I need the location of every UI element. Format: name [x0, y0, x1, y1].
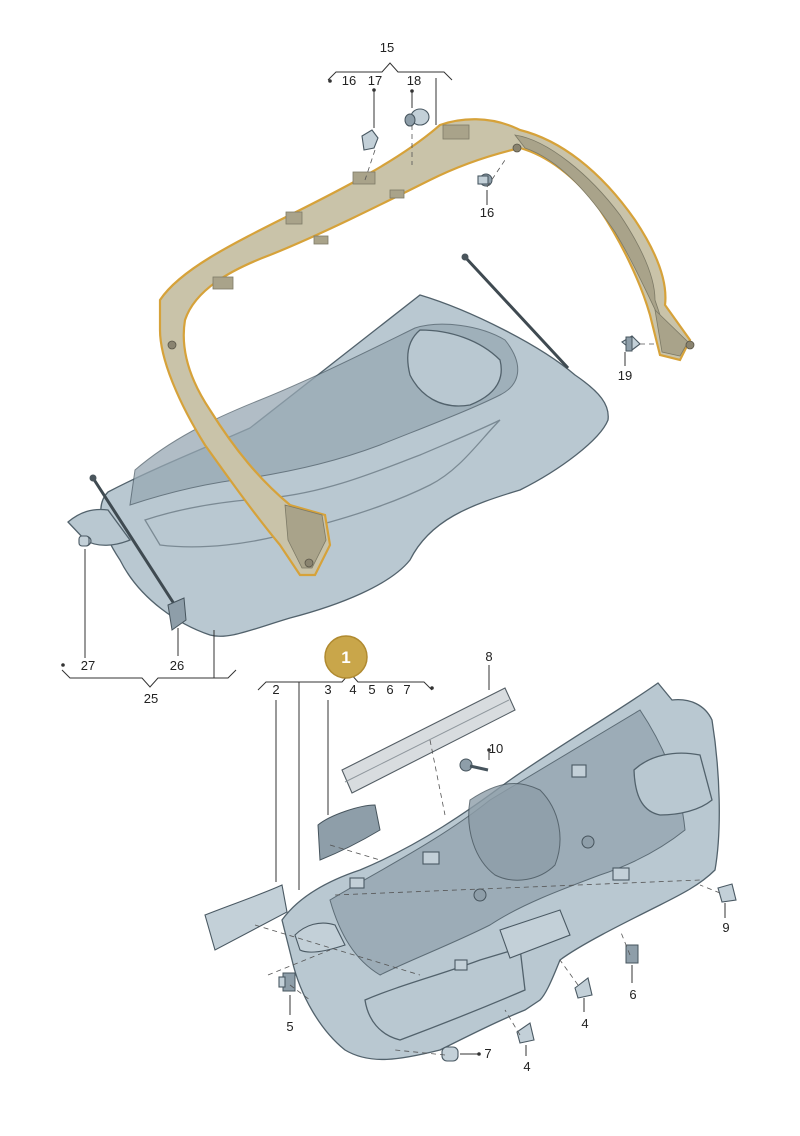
clip-part-6 — [625, 944, 639, 964]
label-25: 25 — [144, 691, 158, 706]
label-2: 2 — [272, 682, 279, 697]
label-6: 6 — [386, 682, 393, 697]
clip-part-4-upper — [574, 977, 593, 999]
insulation-strip-part-8 — [341, 687, 516, 794]
clip-part-19 — [621, 335, 641, 352]
screw-part-10 — [459, 758, 489, 772]
gas-strut-right — [461, 253, 570, 370]
label-6-bottom: 6 — [629, 987, 636, 1002]
gas-strut-left — [89, 474, 187, 631]
label-9: 9 — [722, 920, 729, 935]
inner-trim-panel — [281, 682, 720, 1061]
clip-part-5 — [278, 972, 296, 992]
label-7-bottom: 7 — [484, 1046, 491, 1061]
label-4-mid: 4 — [581, 1016, 588, 1031]
label-5: 5 — [368, 682, 375, 697]
clip-part-9 — [717, 883, 737, 903]
bolt-part-16 — [477, 173, 493, 187]
upper-trim-frame — [158, 118, 695, 577]
clip-part-17 — [361, 129, 379, 151]
label-16: 16 — [480, 205, 494, 220]
assembly-lines — [254, 125, 721, 1056]
label-7: 7 — [403, 682, 410, 697]
cover-part-2 — [204, 884, 288, 951]
label-5-bottom: 5 — [286, 1019, 293, 1034]
label-17: 17 — [368, 73, 382, 88]
label-16-top: 16 — [342, 73, 356, 88]
label-27: 27 — [81, 658, 95, 673]
bushing-part-18 — [404, 108, 430, 127]
label-19: 19 — [618, 368, 632, 383]
label-10: 10 — [489, 741, 503, 756]
pad-part-3 — [317, 804, 381, 861]
bushing-part-7 — [441, 1046, 459, 1062]
label-4: 4 — [349, 682, 356, 697]
label-15: 15 — [380, 40, 394, 55]
tailgate-glass-panel — [67, 294, 609, 637]
callout-label: 1 — [341, 648, 350, 667]
label-3: 3 — [324, 682, 331, 697]
leader-lines — [61, 62, 726, 1056]
part-labels: 15 16 17 18 16 19 27 26 25 2 3 4 5 6 7 8… — [81, 40, 730, 1074]
label-4-bottom: 4 — [523, 1059, 530, 1074]
callout-badge[interactable]: 1 — [324, 635, 368, 679]
label-26: 26 — [170, 658, 184, 673]
label-18: 18 — [407, 73, 421, 88]
label-8: 8 — [485, 649, 492, 664]
bushing-part-27 — [78, 535, 92, 547]
clip-part-4-lower — [516, 1022, 535, 1044]
